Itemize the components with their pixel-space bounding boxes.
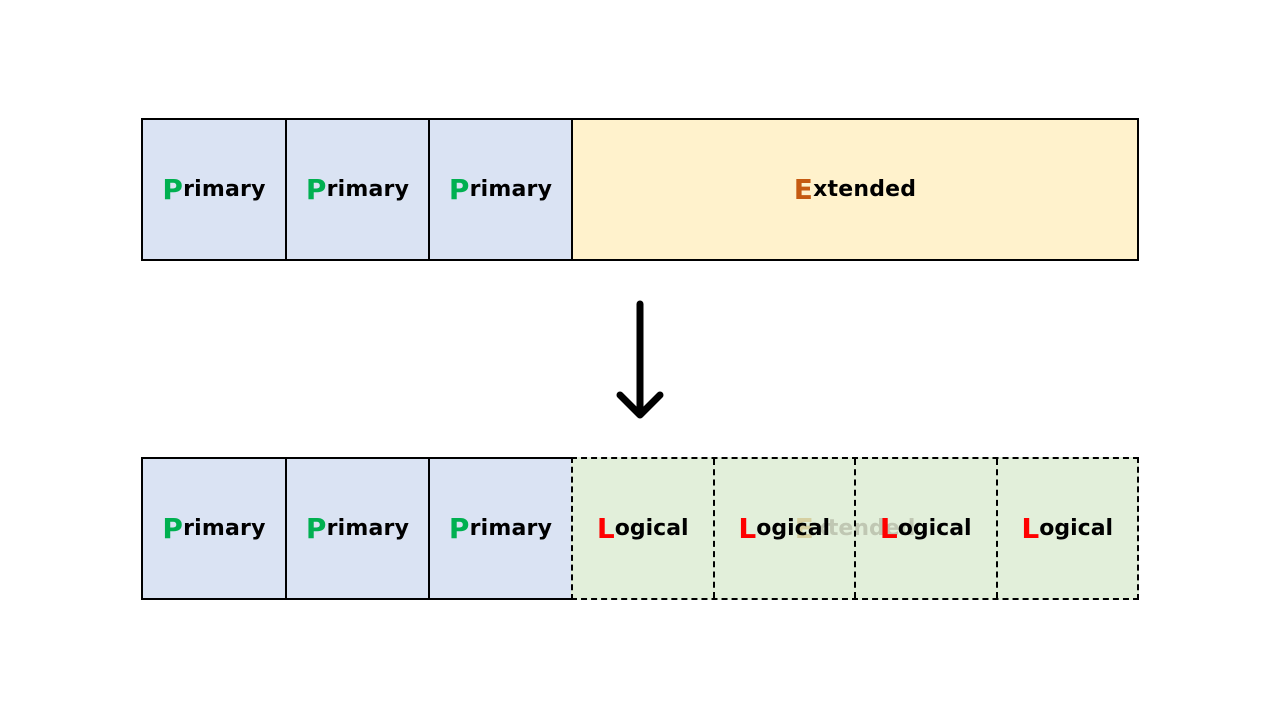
primary-label: rimary (326, 177, 410, 202)
primary-initial: P (305, 172, 327, 206)
primary-initial: P (448, 511, 470, 545)
logical-initial: L (738, 511, 757, 545)
primary-initial: P (305, 511, 327, 545)
arrow-down-icon (616, 300, 664, 419)
logical-initial: L (596, 511, 615, 545)
primary-label: rimary (326, 516, 410, 541)
primary-label: rimary (183, 177, 266, 202)
logical-label: ogical (1039, 516, 1114, 541)
logical-initial: L (879, 511, 898, 545)
primary-label: rimary (469, 516, 553, 541)
extended-initial: E (793, 172, 814, 206)
logical-initial: L (1021, 511, 1040, 545)
extended-label: xtended (813, 177, 917, 202)
primary-initial: P (162, 172, 184, 206)
logical-label: ogical (756, 516, 831, 541)
primary-initial: P (162, 511, 184, 545)
primary-label: rimary (469, 177, 553, 202)
primary-initial: P (448, 172, 470, 206)
primary-label: rimary (183, 516, 266, 541)
logical-label: ogical (897, 516, 972, 541)
logical-label: ogical (614, 516, 689, 541)
